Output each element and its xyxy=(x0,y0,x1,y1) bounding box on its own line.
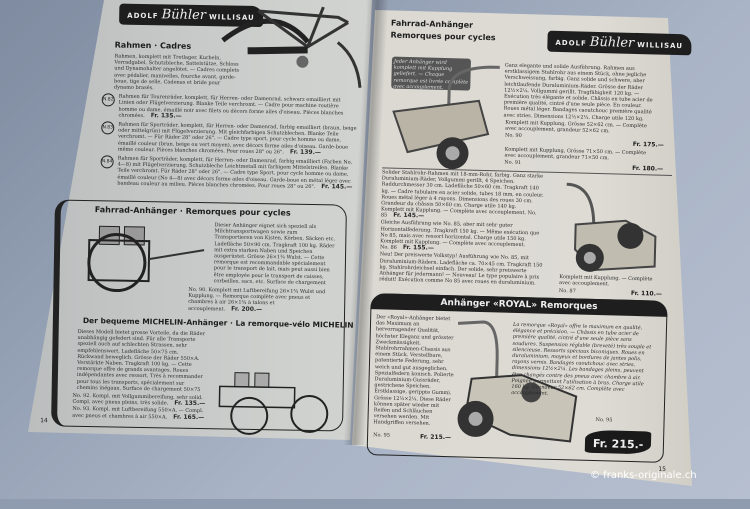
model-mid-column: Solider Stahlrohr-Rahmen mit 18-mm-Rohr,… xyxy=(379,169,547,287)
royal-description-fr: La remorque «Royal» offre le maximum en … xyxy=(511,321,652,398)
model-item-number: No. 91 xyxy=(504,159,522,166)
model-item-price: Fr. 110.— xyxy=(630,289,662,298)
royal-big-price-text: Fr. 215.- xyxy=(592,436,644,452)
right-title-fr: Remorques pour cycles xyxy=(390,30,496,43)
model-item-price: Fr. 175.— xyxy=(632,140,664,149)
model-87-caption: Komplett mit Kupplung. — Complète avec a… xyxy=(559,274,653,288)
royal-price-de: Fr. 215.— xyxy=(419,433,452,442)
model-item-price: Fr. 155.— xyxy=(402,244,434,252)
logo-brand: Bühler xyxy=(589,34,635,51)
royal-big-price: Fr. 215.- xyxy=(584,429,652,455)
logo-post: WILLISAU xyxy=(637,40,684,51)
bicycle-frame-illustration xyxy=(221,6,362,88)
model-top-description: Ganz elegante und solide Ausführung. Rah… xyxy=(503,62,653,122)
trailer-illustration-90 xyxy=(392,65,500,170)
model-item-number: No. 86 xyxy=(379,244,397,251)
model-item-text: Komplett mit Kupplung, Grösse 52×62 cm. … xyxy=(505,119,647,135)
royal-number-fr: No. 95 xyxy=(595,417,613,424)
model-item-text: Komplett mit Kupplung, Grösse 71×50 cm. … xyxy=(504,146,647,162)
right-title-de: Fahrrad-Anhänger xyxy=(390,18,474,30)
model-mid-description: Solider Stahlrohr-Rahmen mit 18-mm-Rohr,… xyxy=(381,169,544,210)
model-item-number: No. 90 xyxy=(504,132,522,140)
royal-description-de: Der «Royal»-Anhänger bietet das Maximum … xyxy=(373,314,454,428)
model-item-price: Fr. 180.— xyxy=(632,164,664,173)
model-item-price: Fr. 145.— xyxy=(393,211,425,220)
milk-trailer-illustration xyxy=(87,225,205,293)
copyright-watermark: © franks-originale.ch xyxy=(590,470,697,481)
michelin-trailer-illustration xyxy=(218,372,329,435)
logo-pre: ADOLF xyxy=(555,38,587,48)
model-item-text: Neu! Der preiswerte Volkstyp! Ausführung… xyxy=(379,251,543,288)
trailer-illustration-87 xyxy=(566,182,657,272)
model-item-number: No. 87 xyxy=(558,288,576,295)
royal-trailer-illustration xyxy=(457,320,578,443)
royal-number-de: No. 95 xyxy=(373,432,391,439)
